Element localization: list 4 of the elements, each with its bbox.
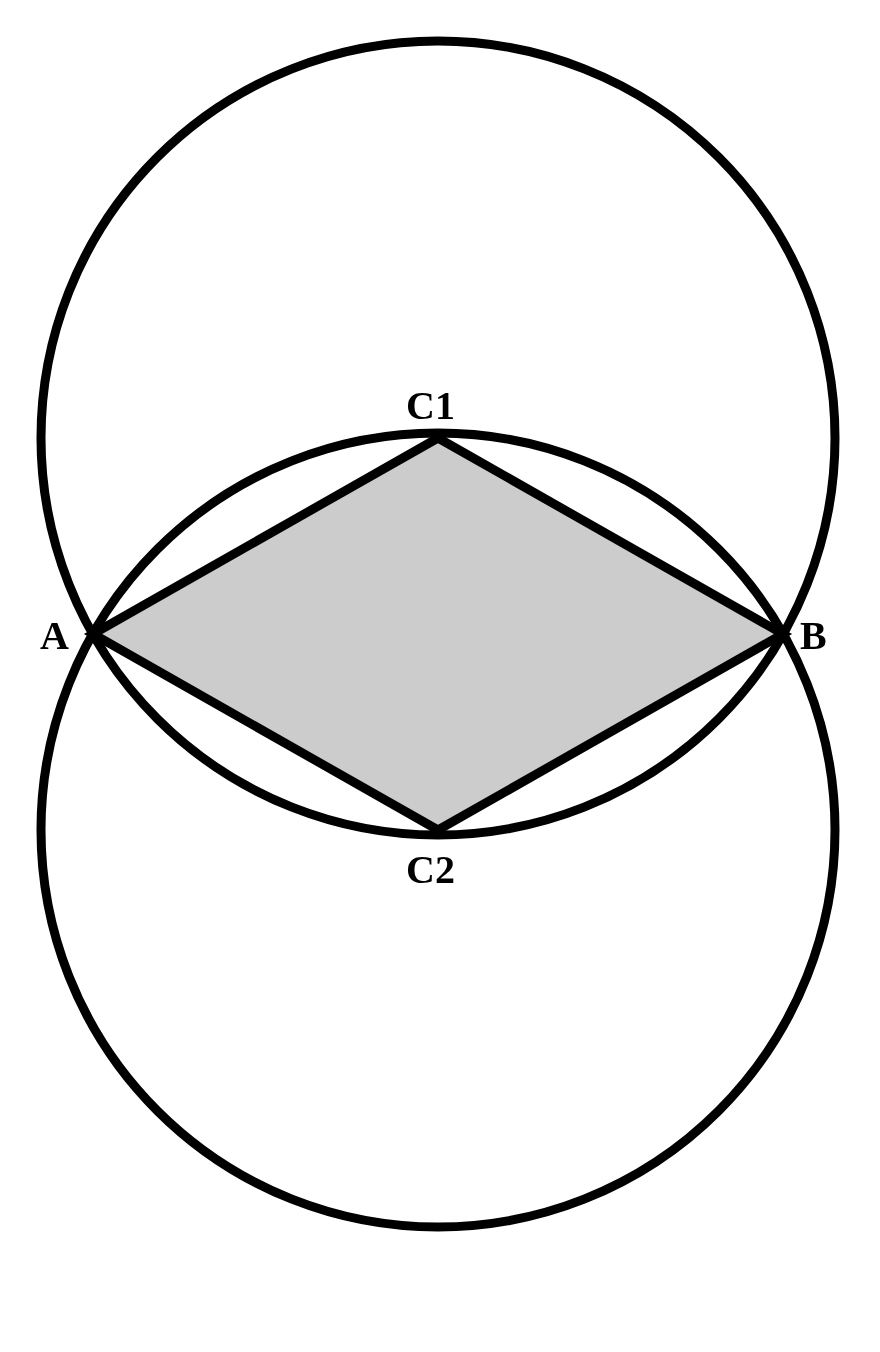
point-label: C2: [406, 850, 455, 890]
point-label: B: [800, 616, 827, 656]
point-label: C1: [406, 386, 455, 426]
point-label: A: [40, 616, 69, 656]
